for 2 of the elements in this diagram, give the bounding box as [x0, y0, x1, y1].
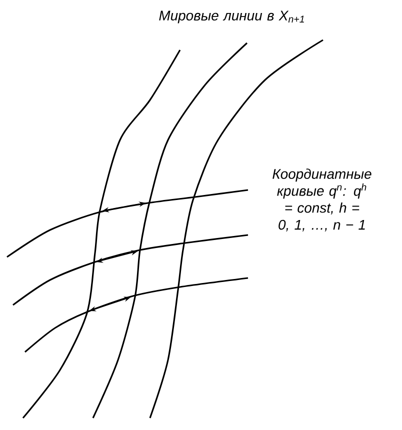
annotation-text: Координатные кривые q$^{n}$: q$^{h}$ = const, h = 0, 1, …, n − 1 [272, 168, 372, 232]
annotation-text: Мировые линии в X$_{n+1}$ [159, 10, 304, 24]
